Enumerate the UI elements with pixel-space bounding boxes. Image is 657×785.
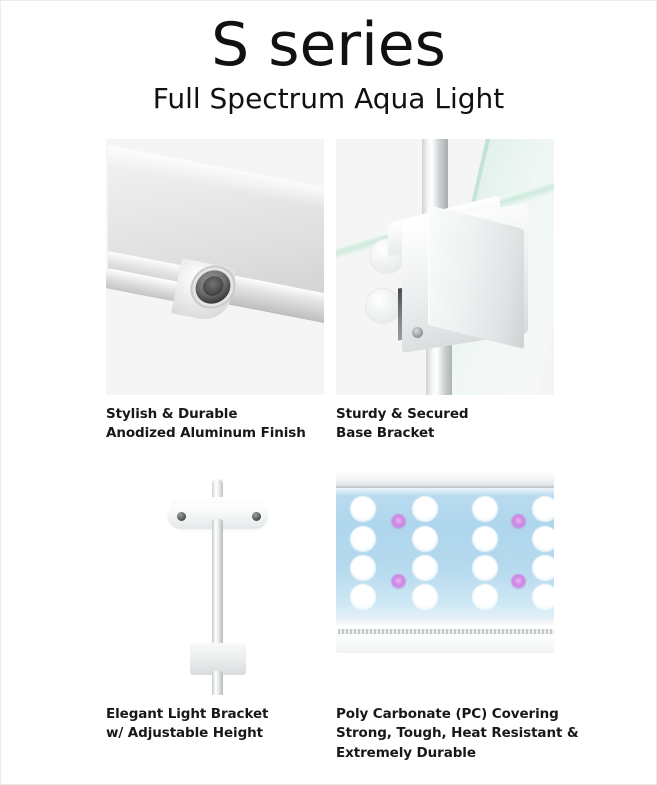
feature-row-bottom: Elegant Light Bracket w/ Adjustable Heig… — [106, 467, 579, 762]
led-white — [412, 526, 438, 553]
led-panel-top-frame — [336, 471, 554, 489]
led-white — [472, 555, 498, 582]
led-panel-textured-strip — [338, 629, 554, 635]
caption-line: Anodized Aluminum Finish — [106, 425, 306, 442]
led-violet — [511, 574, 526, 590]
led-white — [412, 584, 438, 611]
led-violet — [511, 514, 526, 530]
bracket-screw-left — [177, 512, 186, 522]
led-panel-lit-field — [336, 488, 554, 621]
feature-grid: Stylish & Durable Anodized Aluminum Fini… — [106, 139, 579, 763]
led-violet — [391, 514, 406, 530]
led-white — [532, 555, 554, 582]
caption-line: Stylish & Durable — [106, 406, 238, 422]
led-white — [472, 526, 498, 553]
page-title: S series — [211, 10, 446, 80]
bracket-height-adjust-block — [190, 643, 246, 676]
caption-line: Poly Carbonate (PC) Covering — [336, 706, 559, 723]
light-bracket-illustration — [106, 467, 324, 696]
led-panel-illustration — [336, 471, 554, 654]
led-white — [350, 526, 376, 553]
led-white — [350, 496, 376, 523]
led-white — [472, 584, 498, 611]
led-violet — [391, 574, 406, 590]
led-white — [532, 584, 554, 611]
feature-cell-pc-covering: Poly Carbonate (PC) Covering Strong, Tou… — [336, 467, 579, 762]
light-bracket-photo — [106, 467, 324, 696]
bracket-rod-lower — [212, 671, 223, 696]
feature-caption-anodized-aluminum: Stylish & Durable Anodized Aluminum Fini… — [106, 395, 324, 443]
feature-caption-light-bracket: Elegant Light Bracket w/ Adjustable Heig… — [106, 695, 324, 743]
bracket-screw-right — [252, 512, 261, 522]
led-white — [532, 526, 554, 553]
caption-line: w/ Adjustable Height — [106, 725, 264, 742]
caption-line: Strong, Tough, Heat Resistant & — [336, 725, 579, 742]
feature-cell-light-bracket: Elegant Light Bracket w/ Adjustable Heig… — [106, 467, 324, 762]
page-subtitle: Full Spectrum Aqua Light — [152, 82, 505, 116]
caption-line: Base Bracket — [336, 425, 435, 442]
feature-cell-anodized-aluminum: Stylish & Durable Anodized Aluminum Fini… — [106, 139, 324, 443]
led-white — [350, 584, 376, 611]
caption-line: Sturdy & Secured — [336, 406, 469, 422]
led-panel-bottom-frame — [336, 620, 554, 654]
led-white — [532, 496, 554, 523]
aluminum-slab-photo — [106, 139, 324, 395]
clamp-screw — [412, 327, 423, 338]
header: S series Full Spectrum Aqua Light — [1, 1, 656, 116]
led-white — [350, 555, 376, 582]
clamp-knob — [366, 289, 400, 323]
caption-line: Elegant Light Bracket — [106, 706, 269, 723]
feature-row-top: Stylish & Durable Anodized Aluminum Fini… — [106, 139, 561, 443]
led-white — [412, 496, 438, 523]
feature-cell-base-bracket: Sturdy & Secured Base Bracket — [336, 139, 554, 443]
led-white — [412, 555, 438, 582]
base-bracket-illustration — [336, 139, 554, 395]
feature-caption-base-bracket: Sturdy & Secured Base Bracket — [336, 395, 554, 443]
base-bracket-photo — [336, 139, 554, 395]
feature-caption-pc-covering: Poly Carbonate (PC) Covering Strong, Tou… — [336, 695, 579, 762]
bracket-rod-main — [212, 519, 223, 692]
led-white — [472, 496, 498, 523]
aluminum-slab-illustration — [106, 139, 324, 339]
clamp-front-face — [428, 205, 524, 349]
led-panel-photo — [336, 467, 554, 696]
caption-line: Extremely Durable — [336, 744, 476, 761]
